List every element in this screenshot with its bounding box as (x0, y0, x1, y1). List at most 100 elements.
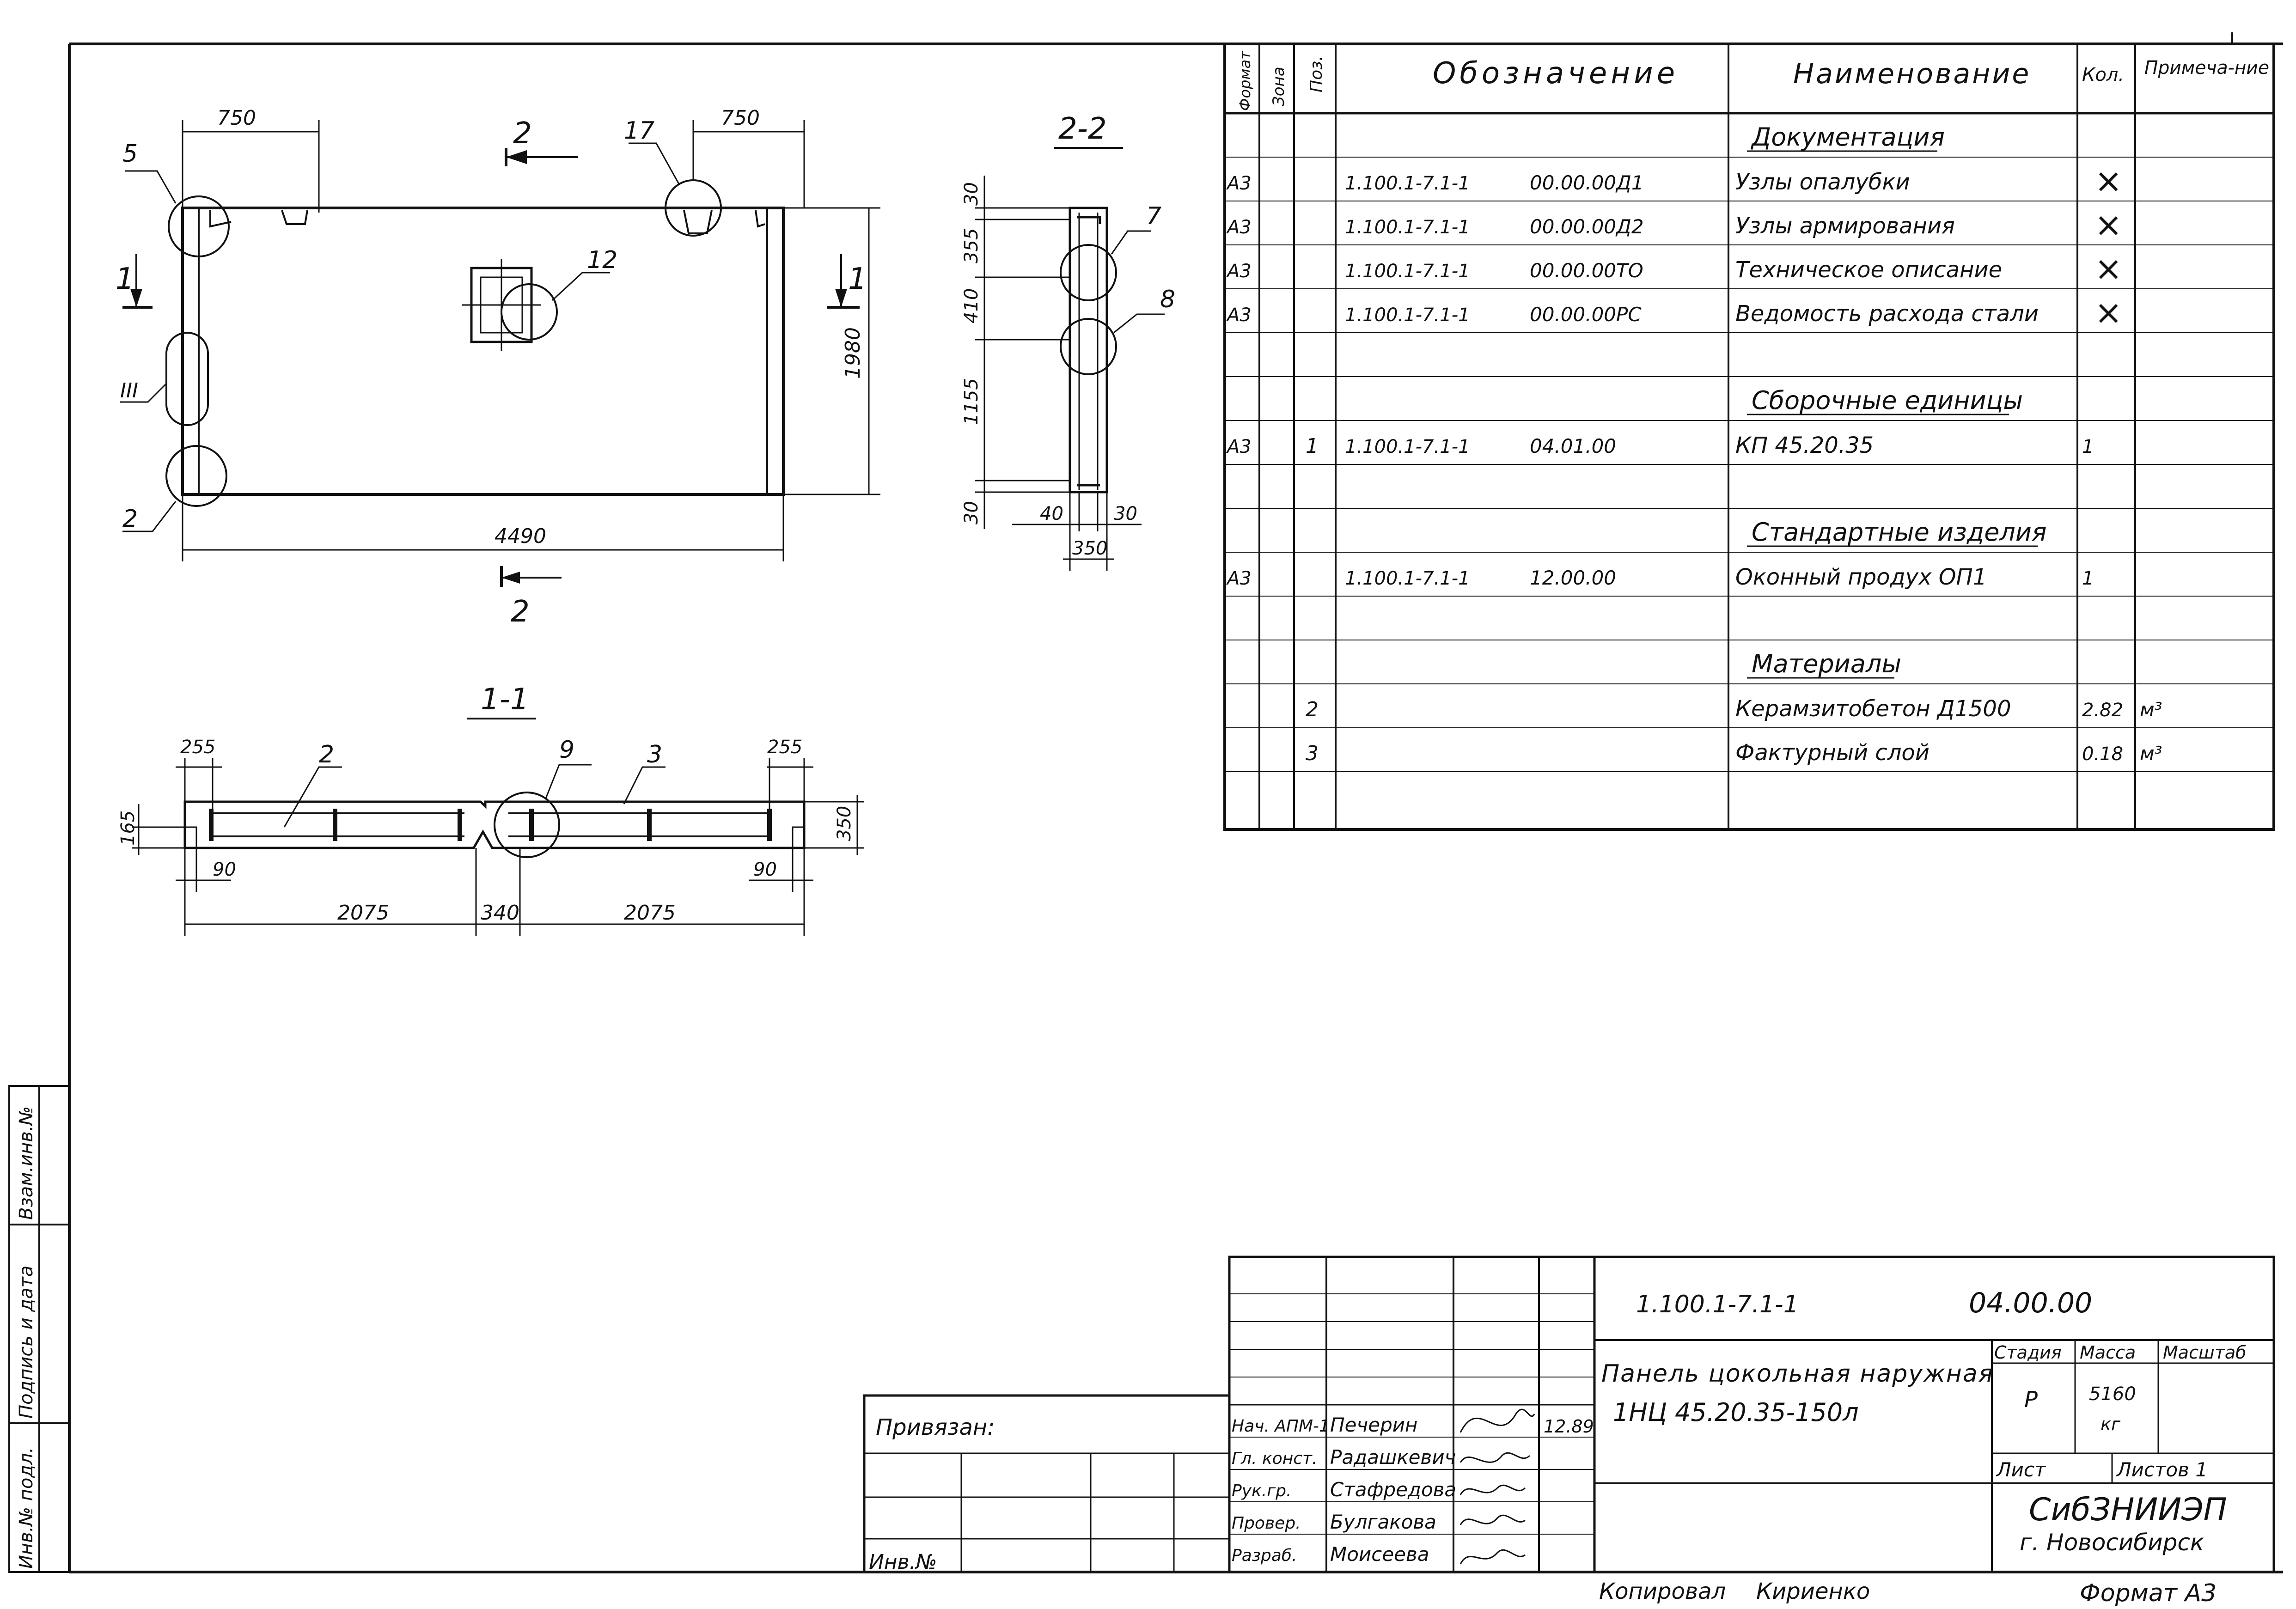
plan-callout-17: 17 (624, 117, 654, 145)
section-2-2-dim-30-top: 30 (961, 182, 982, 206)
title-date: 12.89 (1544, 1416, 1594, 1437)
spec-cell-doc: 00.00.00Д1 (1530, 171, 1644, 194)
section-1-1: 1-1 2 9 3 255 255 (117, 683, 864, 936)
section-1-1-dim-350: 350 (834, 806, 855, 841)
plan-dim-right-750: 750 (721, 106, 760, 130)
section-1-1-dim-255-left: 255 (180, 737, 215, 758)
spec-row-lines (1225, 157, 2274, 772)
section-2-2-title: 2-2 (1058, 112, 1107, 146)
spec-cell-format: А3 (1226, 305, 1252, 326)
section-2-2-dim-40: 40 (1040, 503, 1063, 524)
title-line1: Панель цокольная наружная (1601, 1360, 1994, 1388)
spec-cell-qty: 0.18 (2082, 744, 2123, 765)
section-2-2-dim-30-bottom: 30 (961, 501, 982, 524)
spec-cell-name: Узлы опалубки (1735, 169, 1910, 195)
spec-cell-name: Техническое описание (1735, 257, 2002, 283)
spec-header-zone: Зона (1270, 67, 1288, 106)
spec-cell-code: 1.100.1-7.1-1 (1345, 261, 1470, 282)
section-2-2-dim-1155: 1155 (961, 378, 982, 425)
spec-cell-qty-cross: × (2094, 205, 2122, 244)
spec-cell-name: Фактурный слой (1735, 740, 1930, 766)
title-mass-label: Масса (2080, 1342, 2136, 1363)
spec-row: Стандартные изделия (1747, 518, 2047, 547)
spec-cell-pos: 3 (1306, 742, 1319, 765)
plan-dim-height-1980: 1980 (841, 327, 865, 379)
spec-cell-qty-cross: × (2094, 249, 2122, 288)
section-1-1-callout-9: 9 (559, 736, 574, 764)
plan-dim-left-750: 750 (217, 106, 256, 130)
section-2-2-dim-350: 350 (1072, 538, 1107, 559)
title-sheets-label: Листов 1 (2116, 1458, 2208, 1481)
spec-header-qty: Кол. (2082, 64, 2124, 85)
spec-section-heading: Материалы (1752, 649, 1901, 678)
title-code: 1.100.1-7.1-1 (1636, 1291, 1799, 1318)
spec-cell-qty: 1 (2082, 568, 2094, 589)
title-inv-no: Инв.№ (869, 1550, 937, 1574)
spec-cell-pos: 1 (1306, 434, 1319, 458)
plan-dim-length-4490: 4490 (495, 524, 546, 548)
title-stage: Р (2024, 1387, 2038, 1413)
signer-name: Стафредова (1330, 1478, 1456, 1501)
spec-table: Формат Зона Поз. Обозначение Наименовани… (1223, 43, 2275, 831)
spec-cell-doc: 04.01.00 (1530, 435, 1616, 457)
side-stamp: Взам.инв.№ Подпись и дата Инв.№ подл. (8, 1085, 70, 1573)
signer-role: Рук.гр. (1232, 1481, 1291, 1500)
plan-side-mark-left: 1 (116, 262, 134, 296)
spec-cell-code: 1.100.1-7.1-1 (1345, 568, 1470, 589)
plan-callout-5: 5 (122, 140, 138, 168)
signer-role: Гл. конст. (1232, 1449, 1317, 1468)
spec-cell-qty-cross: × (2094, 293, 2122, 332)
spec-cell-name: Узлы армирования (1735, 213, 1955, 239)
section-1-1-dim-255-right: 255 (767, 737, 802, 758)
spec-cell-code: 1.100.1-7.1-1 (1345, 173, 1470, 194)
section-2-2-dim-355: 355 (961, 228, 982, 263)
side-stamp-vzam: Взам.инв.№ (16, 1106, 37, 1220)
spec-header-designation: Обозначение (1433, 56, 1679, 91)
section-1-1-title: 1-1 (481, 683, 529, 717)
spec-cell-doc: 00.00.00ТО (1530, 259, 1643, 282)
spec-cell-code: 1.100.1-7.1-1 (1345, 436, 1470, 457)
signer-name: Радашкевич (1330, 1446, 1456, 1469)
plan-view: 5 17 12 III 2 750 750 1980 4490 2 (116, 106, 880, 629)
plan-callout-12: 12 (587, 246, 617, 274)
section-1-1-dim-2075-left: 2075 (337, 901, 389, 925)
title-copied-label: Копировал (1599, 1579, 1726, 1604)
plan-section-mark-bottom: 2 (511, 595, 530, 629)
spec-cell-note: м³ (2140, 698, 2162, 721)
spec-row: Сборочные единицы (1747, 386, 2023, 415)
spec-cell-pos: 2 (1306, 698, 1319, 721)
spec-section-heading: Документация (1751, 122, 1945, 152)
title-doc-number: 04.00.00 (1969, 1287, 2092, 1319)
signer-role: Разраб. (1232, 1546, 1297, 1565)
spec-cell-name: Керамзитобетон Д1500 (1735, 696, 2011, 722)
spec-cell-doc: 12.00.00 (1530, 567, 1616, 589)
title-org-line2: г. Новосибирск (2020, 1529, 2204, 1556)
signer-role: Нач. АПМ-1 (1232, 1417, 1330, 1436)
spec-cell-format: А3 (1226, 261, 1252, 282)
section-1-1-callout-2: 2 (319, 741, 334, 768)
spec-row: Документация (1747, 122, 1945, 152)
spec-cell-qty: 1 (2082, 436, 2094, 457)
spec-row: А3 1.100.1-7.1-1 00.00.00ТО Техническое опи… (1226, 249, 2122, 288)
signer-name: Булгакова (1330, 1511, 1436, 1533)
section-1-1-callout-3: 3 (647, 741, 662, 768)
spec-section-heading: Сборочные единицы (1752, 386, 2023, 415)
signer-role: Провер. (1232, 1514, 1301, 1533)
title-mass-unit: кг (2101, 1414, 2121, 1434)
spec-row: Материалы (1747, 649, 1901, 679)
spec-header-name: Наименование (1793, 58, 2031, 90)
spec-cell-code: 1.100.1-7.1-1 (1345, 217, 1470, 238)
spec-cell-name: КП 45.20.35 (1735, 433, 1874, 458)
side-stamp-inv-orig: Инв.№ подл. (16, 1447, 37, 1569)
section-2-2-dim-30-right: 30 (1114, 503, 1137, 524)
section-2-2: 2-2 7 8 30 355 410 1155 30 40 30 35 (961, 112, 1175, 571)
spec-header-pos: Поз. (1307, 55, 1326, 92)
spec-cell-doc: 00.00.00Д2 (1530, 215, 1644, 238)
